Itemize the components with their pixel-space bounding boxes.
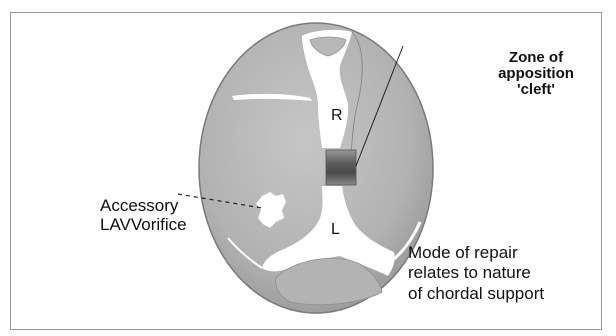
- zone-of-apposition-label: Zone of apposition 'cleft': [486, 50, 586, 97]
- repair-line-1: Mode of repair: [408, 243, 608, 263]
- accessory-orifice-label: Accessory LAVVorifice: [100, 197, 176, 234]
- repair-line-2: relates to nature: [408, 263, 608, 283]
- zone-line-2: apposition: [486, 66, 586, 82]
- zone-line-3: 'cleft': [486, 82, 586, 98]
- accessory-line-1: Accessory: [100, 197, 176, 216]
- right-letter-label: R: [331, 108, 343, 125]
- repair-line-3: of chordal support: [408, 284, 608, 304]
- zone-line-1: Zone of: [486, 50, 586, 66]
- left-letter-label: L: [331, 222, 340, 239]
- mode-of-repair-label: Mode of repair relates to nature of chor…: [408, 243, 608, 304]
- connecting-tongue: [326, 150, 356, 185]
- accessory-line-2: LAVVorifice: [100, 216, 176, 235]
